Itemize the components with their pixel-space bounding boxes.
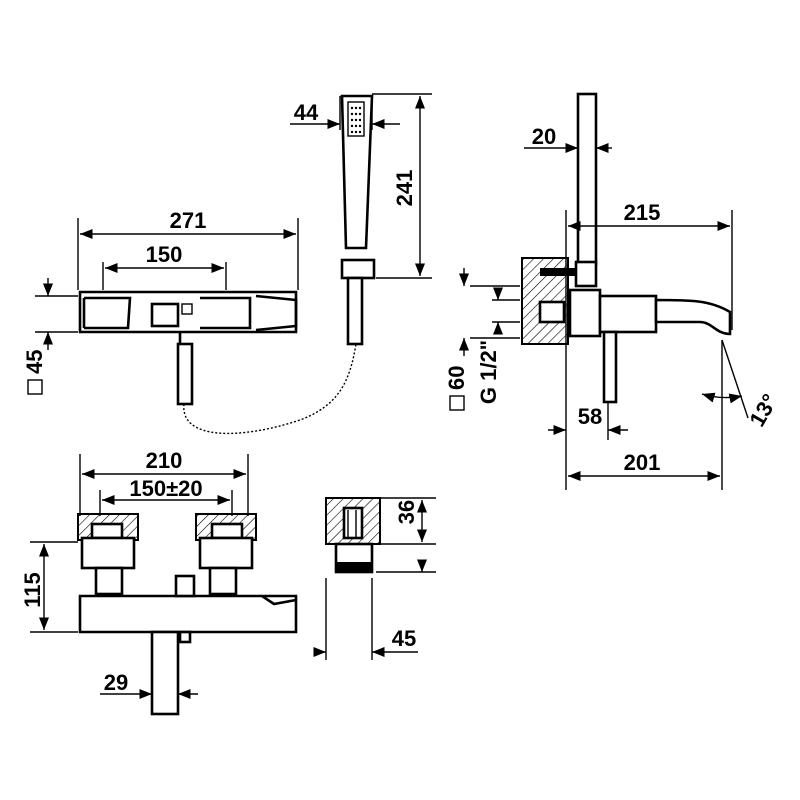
- top-view: [35, 218, 357, 435]
- label-201: 201: [624, 450, 661, 475]
- label-square-45: 45: [22, 350, 47, 374]
- label-115: 115: [20, 572, 45, 608]
- label-241: 241: [392, 170, 417, 207]
- label-150: 150: [146, 242, 183, 267]
- label-45-flange: 45: [392, 626, 416, 651]
- side-view: [458, 92, 749, 490]
- nozzle-grid: [350, 106, 362, 134]
- label-29: 29: [104, 670, 128, 695]
- label-44: 44: [294, 100, 319, 125]
- label-210: 210: [146, 448, 183, 473]
- label-36: 36: [394, 500, 419, 524]
- label-150-20: 150±20: [129, 476, 202, 501]
- label-271: 271: [170, 208, 207, 233]
- handshower-view: [290, 93, 432, 346]
- label-13-deg: 13°: [744, 390, 782, 431]
- label-20: 20: [532, 124, 556, 149]
- label-58: 58: [578, 404, 602, 429]
- label-215: 215: [624, 200, 661, 225]
- label-thread: G 1/2": [476, 340, 501, 404]
- label-square-60: 60: [444, 366, 469, 390]
- front-view: [30, 454, 298, 716]
- flange-detail: [313, 497, 436, 660]
